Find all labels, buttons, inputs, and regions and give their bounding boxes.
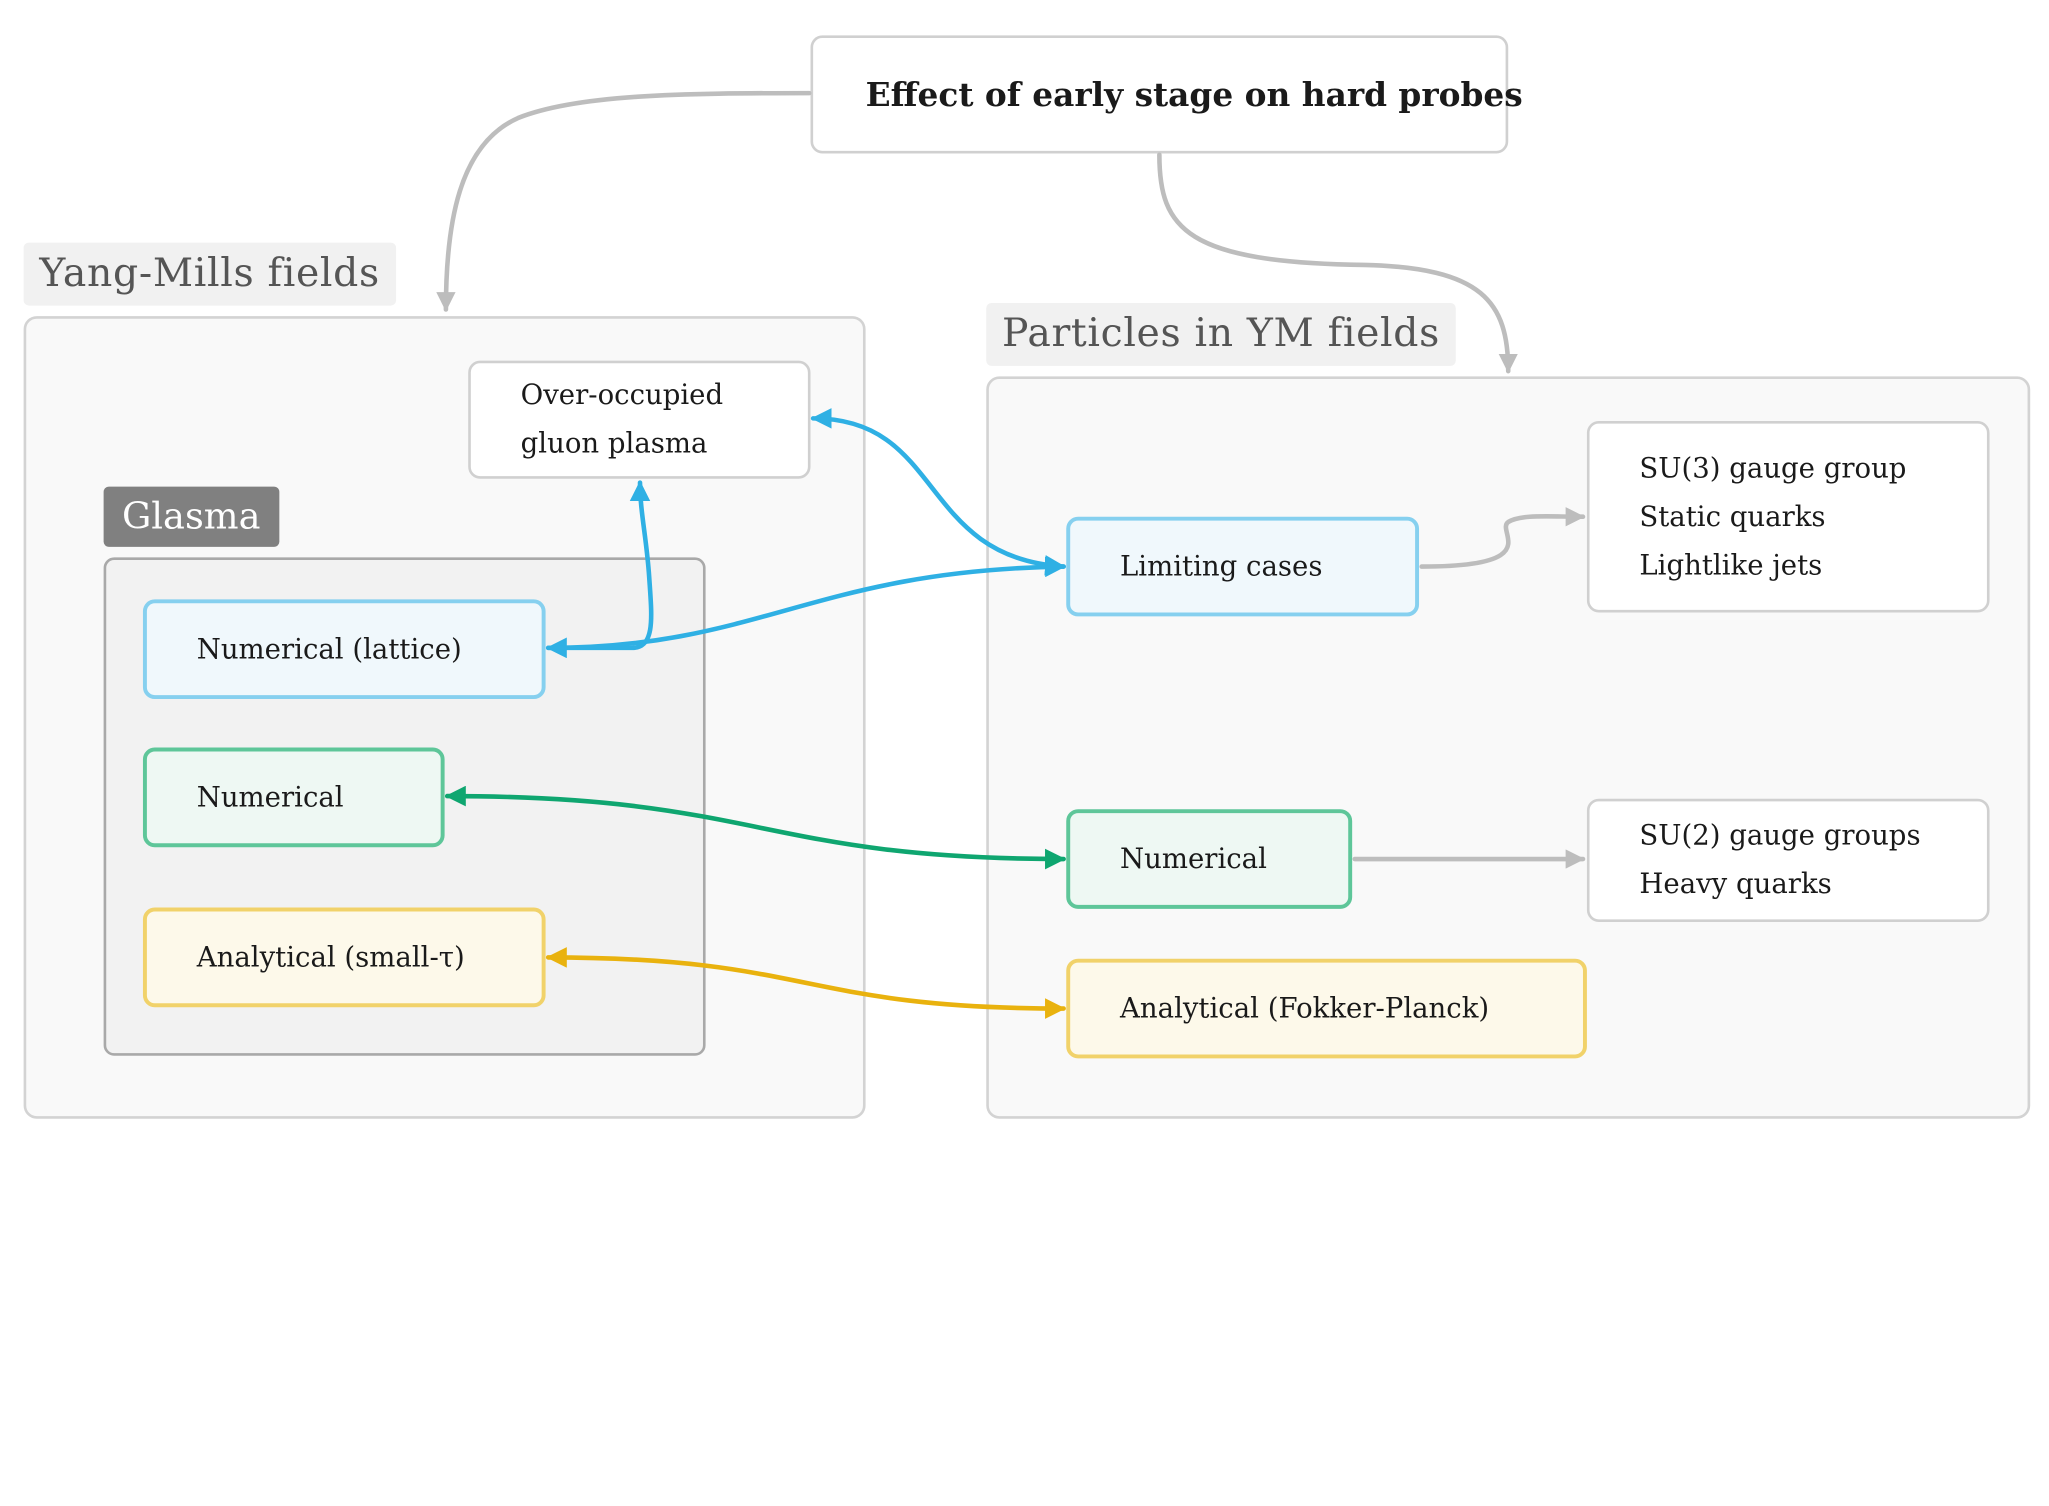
limiting-details-node: SU(3) gauge group Static quarks Lightlik…	[1586, 420, 1990, 613]
edge-limiting-to-details	[1419, 507, 1586, 569]
glasma-numerical-node: Numerical	[142, 747, 445, 848]
over-occupied-line-2: gluon plasma	[520, 427, 708, 460]
glasma-lattice-node: Numerical (lattice)	[142, 599, 546, 700]
edge-lattice-to-over-occupied	[545, 480, 654, 659]
edge-numerical-to-numerical	[444, 785, 1066, 870]
glasma-label: Glasma	[103, 486, 279, 547]
particles-numerical-node: Numerical	[1066, 809, 1353, 909]
edge-over-occupied-to-limiting	[810, 408, 1066, 576]
numerical-detail-1: SU(2) gauge groups	[1639, 819, 1921, 852]
limiting-cases-node: Limiting cases	[1066, 516, 1420, 617]
edge-lattice-to-limiting	[545, 556, 1066, 651]
particles-analytical-node: Analytical (Fokker-Planck)	[1066, 958, 1587, 1059]
numerical-details-node: SU(2) gauge groups Heavy quarks	[1586, 798, 1990, 922]
connector-layer	[436, 90, 1586, 1019]
numerical-detail-2: Heavy quarks	[1639, 868, 1832, 900]
edge-root-to-particles	[1157, 152, 1518, 374]
particles-panel-title: Particles in YM fields	[986, 302, 1456, 366]
edge-root-to-yang-mills	[436, 90, 812, 312]
limiting-detail-3: Lightlike jets	[1639, 548, 1823, 581]
limiting-detail-2: Static quarks	[1639, 500, 1826, 532]
yang-mills-panel-title: Yang-Mills fields	[23, 242, 396, 306]
glasma-analytical-node: Analytical (small-τ)	[142, 907, 546, 1008]
edge-analytical-to-analytical	[545, 947, 1066, 1019]
over-occupied-node: Over-occupied gluon plasma	[468, 360, 811, 479]
over-occupied-line-1: Over-occupied	[520, 379, 724, 411]
limiting-detail-1: SU(3) gauge group	[1639, 451, 1907, 484]
root-node: Effect of early stage on hard probes	[810, 35, 1523, 154]
